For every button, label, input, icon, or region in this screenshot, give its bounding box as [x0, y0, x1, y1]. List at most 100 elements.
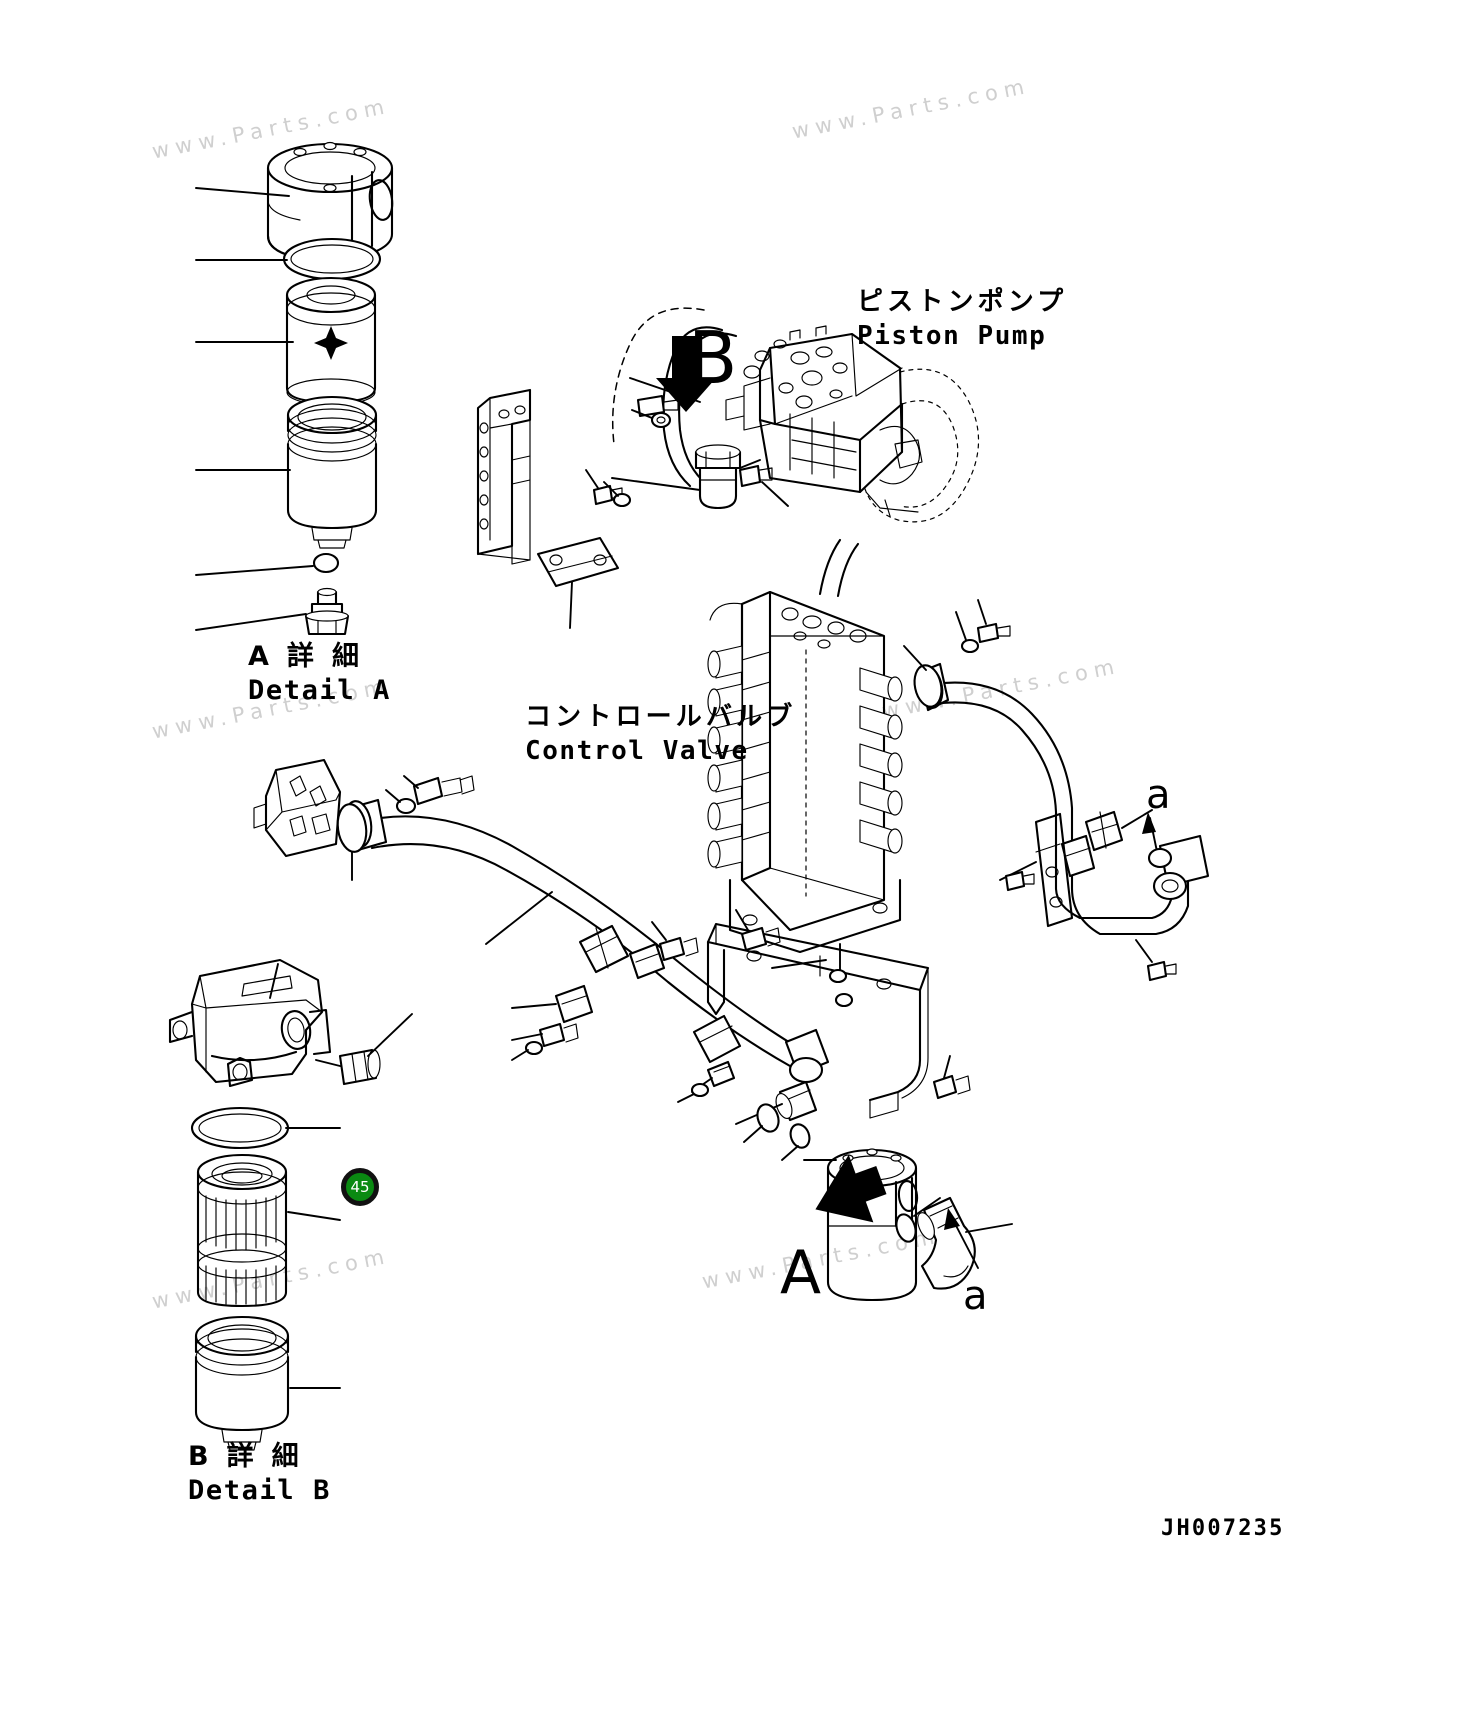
leader-line	[677, 1093, 695, 1103]
clamp-bolt-b	[538, 1022, 579, 1048]
detail-b-filter-head	[168, 958, 332, 1088]
lower-oring-1	[756, 1103, 780, 1133]
detail-b-label-en: Detail B	[188, 1475, 332, 1506]
bracket-bolt-bottom	[932, 1074, 971, 1100]
detail-a-label-en: Detail A	[248, 675, 392, 706]
detail-b-filter-case	[194, 1315, 290, 1451]
detail-a-drain-bolt	[304, 587, 350, 636]
leader-line	[585, 469, 599, 489]
detail-a-filter-element	[285, 276, 377, 406]
lower-washer-1	[690, 1082, 710, 1098]
leader-line	[903, 645, 927, 671]
detail-b-label-jp: B 詳 細	[188, 1441, 303, 1472]
canister-elbow-fitting	[917, 1196, 976, 1290]
leader-line	[781, 1145, 799, 1161]
lower-union-nut	[775, 1080, 818, 1122]
leader-line	[511, 1003, 557, 1009]
leader-line	[195, 565, 314, 576]
leader-line	[195, 187, 290, 197]
piston-pump-label: ピストンポンプ Piston Pump	[857, 285, 1067, 353]
detail-b-oring	[190, 1106, 290, 1150]
leader-line	[743, 1125, 763, 1143]
leader-line	[385, 789, 401, 803]
control-valve-label-jp: コントロールバルブ	[525, 702, 797, 732]
detail-a-oring	[282, 237, 382, 281]
clamp-bolt-a	[658, 936, 699, 962]
section-marker-b: B	[688, 316, 738, 400]
right-pipe-oring	[913, 664, 943, 708]
left-valve-block	[253, 758, 342, 858]
leader-line	[511, 1049, 529, 1061]
leader-line	[739, 459, 761, 469]
leader-line	[735, 909, 749, 931]
detail-a-filter-head	[266, 141, 394, 262]
pipe-clamp-left-1	[628, 942, 666, 980]
right-pipe-bolt-3	[1146, 960, 1177, 982]
leader-line	[315, 1059, 341, 1067]
control-valve-label-en: Control Valve	[525, 736, 749, 766]
detail-ref-a-1: a	[1146, 772, 1171, 818]
right-pipe-washer-1	[960, 638, 980, 654]
part-callout-badge[interactable]: 45	[341, 1168, 379, 1206]
leader-line	[943, 1055, 951, 1079]
left-pipe-washer-1	[395, 797, 417, 815]
clamp-washer-b	[524, 1040, 544, 1056]
canister-oring	[895, 1213, 917, 1243]
cross-bracket	[706, 922, 930, 1119]
left-pipe-oring	[336, 803, 368, 853]
leader-line	[1121, 809, 1153, 829]
piston-pump-label-en: Piston Pump	[857, 321, 1047, 351]
leader-line	[651, 921, 667, 941]
leader-line	[269, 963, 279, 999]
section-arrow-b	[656, 336, 716, 412]
leader-line	[955, 611, 967, 641]
pump-fitting-bolt-1	[636, 394, 679, 418]
leader-line	[631, 409, 653, 419]
right-oring-small	[1147, 847, 1173, 869]
drawing-number: JH007235	[1161, 1516, 1285, 1541]
leader-line	[603, 481, 619, 497]
section-arrow-a	[815, 1154, 887, 1223]
control-valve-body	[707, 590, 903, 954]
detail-a-label-jp: A 詳 細	[248, 641, 364, 672]
right-pipe-bolt-1	[976, 622, 1011, 644]
pilot-filter-unit	[694, 444, 773, 510]
leader-line	[611, 477, 701, 491]
mounting-bracket-perforated	[476, 388, 532, 565]
pipe-clamp-left-2	[554, 984, 594, 1024]
mounting-plate	[536, 536, 620, 588]
section-marker-a: A	[780, 1238, 822, 1308]
leader-line	[1135, 939, 1153, 963]
control-valve-spool-left	[707, 645, 743, 869]
detail-a-plug-ball	[312, 552, 340, 574]
lower-oring-2	[789, 1123, 811, 1149]
bracket-bolt-1	[592, 484, 623, 506]
part-callout-number: 45	[350, 1177, 370, 1196]
piston-pump-body	[725, 325, 980, 523]
bracket-washer-top2	[834, 992, 854, 1008]
leader-line	[287, 1211, 341, 1221]
piston-pump-label-jp: ピストンポンプ	[857, 287, 1068, 317]
bracket-bolt-top	[740, 926, 781, 952]
right-mounting-bracket	[1034, 812, 1074, 928]
leader-line	[511, 1033, 543, 1041]
leader-line	[965, 1223, 1013, 1233]
lower-fitting-1	[706, 1060, 736, 1088]
bracket-washer-1	[612, 492, 632, 508]
leader-line	[761, 481, 789, 507]
leader-line	[195, 613, 307, 631]
detail-a-filter-case	[286, 395, 378, 549]
control-valve-label: コントロールバルブ Control Valve	[525, 700, 796, 768]
control-valve-ports-right	[859, 667, 903, 854]
leader-line	[367, 1013, 413, 1057]
detail-b-plug	[338, 1048, 381, 1086]
detail-ref-a-2: a	[963, 1273, 988, 1319]
detail-b-strainer-element	[196, 1153, 288, 1308]
bracket-washer-top	[828, 968, 848, 984]
right-bracket-bolt-2	[1004, 870, 1035, 892]
left-pipe-bolt-1	[412, 775, 475, 806]
